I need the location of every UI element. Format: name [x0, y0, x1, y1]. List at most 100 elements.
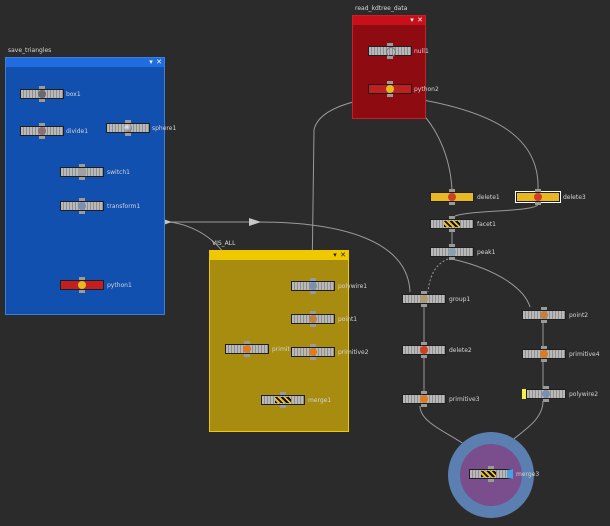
node-merge3[interactable] [469, 469, 513, 479]
divide-icon [38, 127, 46, 135]
output-port[interactable] [244, 354, 250, 357]
node-label: merge1 [308, 397, 332, 404]
input-port[interactable] [280, 392, 286, 395]
input-port[interactable] [387, 43, 393, 46]
node-delete2[interactable] [402, 345, 446, 355]
node-label: polywire1 [338, 283, 368, 290]
input-port[interactable] [488, 466, 494, 469]
node-delete3[interactable] [515, 191, 561, 203]
bypass-hazard-icon [481, 471, 496, 477]
input-port[interactable] [310, 344, 316, 347]
bypass-hazard-icon [274, 397, 292, 403]
pin-icon[interactable]: ▾ [333, 251, 337, 259]
output-port[interactable] [79, 290, 85, 293]
output-port[interactable] [488, 479, 494, 482]
output-port[interactable] [79, 177, 85, 180]
node-label: transform1 [107, 203, 141, 210]
node-polywire1[interactable] [291, 281, 335, 291]
pin-icon[interactable]: ▾ [149, 58, 153, 66]
input-port[interactable] [79, 198, 85, 201]
node-transform1[interactable] [60, 201, 104, 211]
output-port[interactable] [421, 355, 427, 358]
output-port[interactable] [79, 211, 85, 214]
output-port[interactable] [421, 404, 427, 407]
input-port[interactable] [39, 123, 45, 126]
input-port[interactable] [79, 164, 85, 167]
output-port[interactable] [541, 359, 547, 362]
output-port[interactable] [543, 399, 549, 402]
output-port[interactable] [449, 257, 455, 260]
node-label: delete2 [449, 347, 472, 354]
input-port[interactable] [449, 216, 455, 219]
group-icon [420, 295, 428, 303]
box-header[interactable]: ▾ ✕ [6, 58, 164, 67]
node-box1[interactable] [20, 89, 64, 99]
close-icon[interactable]: ✕ [417, 16, 423, 24]
node-label: facet1 [477, 221, 496, 228]
node-primitive3[interactable] [402, 394, 446, 404]
output-port[interactable] [125, 133, 131, 136]
node-primitive1[interactable] [225, 344, 269, 354]
input-port[interactable] [421, 342, 427, 345]
input-port[interactable] [79, 277, 85, 280]
output-port[interactable] [449, 229, 455, 232]
node-point2[interactable] [522, 310, 566, 320]
node-facet1[interactable] [430, 219, 474, 229]
input-port[interactable] [39, 86, 45, 89]
node-delete1[interactable] [430, 192, 474, 202]
output-port[interactable] [310, 324, 316, 327]
peak-icon [448, 248, 456, 256]
node-group1[interactable] [402, 294, 446, 304]
node-label: python2 [414, 86, 439, 93]
output-port[interactable] [310, 291, 316, 294]
node-python2[interactable] [368, 84, 412, 94]
output-port[interactable] [449, 202, 455, 205]
input-port[interactable] [541, 307, 547, 310]
input-port[interactable] [125, 120, 131, 123]
output-port[interactable] [280, 405, 286, 408]
output-port[interactable] [421, 304, 427, 307]
input-port[interactable] [541, 346, 547, 349]
input-port[interactable] [449, 189, 455, 192]
primitive-icon [309, 348, 317, 356]
node-null1[interactable] [368, 46, 412, 57]
node-point1[interactable] [291, 314, 335, 324]
delete-icon [448, 193, 456, 201]
output-port[interactable] [39, 99, 45, 102]
box-header[interactable]: ▾ ✕ [353, 16, 425, 25]
input-port[interactable] [535, 189, 541, 192]
network-box-read-kdtree-data[interactable]: ▾ ✕ [352, 15, 426, 119]
node-merge1[interactable] [261, 395, 305, 405]
output-port[interactable] [387, 94, 393, 97]
input-port[interactable] [421, 291, 427, 294]
box-header[interactable]: ▾ ✕ [210, 251, 348, 260]
output-port[interactable] [39, 136, 45, 139]
node-polywire2[interactable] [526, 389, 566, 399]
output-port[interactable] [541, 320, 547, 323]
input-port[interactable] [387, 81, 393, 84]
node-divide1[interactable] [20, 126, 64, 136]
input-port[interactable] [244, 341, 250, 344]
node-label: point2 [569, 312, 589, 319]
node-peak1[interactable] [430, 247, 474, 257]
input-port[interactable] [449, 244, 455, 247]
input-port[interactable] [310, 311, 316, 314]
node-primitive4[interactable] [522, 349, 566, 359]
network-box-save-triangles[interactable]: ▾ ✕ [5, 57, 165, 315]
output-port[interactable] [535, 202, 541, 205]
node-python1[interactable] [60, 280, 104, 290]
node-switch1[interactable] [60, 167, 104, 177]
input-port[interactable] [543, 386, 549, 389]
close-icon[interactable]: ✕ [156, 58, 162, 66]
output-port[interactable] [310, 357, 316, 360]
pin-icon[interactable]: ▾ [410, 16, 414, 24]
input-port[interactable] [310, 278, 316, 281]
output-port[interactable] [387, 56, 393, 59]
node-primitive2[interactable] [291, 347, 335, 357]
node-label: switch1 [107, 169, 130, 176]
input-port[interactable] [421, 391, 427, 394]
node-sphere1[interactable] [106, 123, 150, 133]
box-title-read-kdtree-data: read_kdtree_data [355, 5, 408, 12]
close-icon[interactable]: ✕ [340, 251, 346, 259]
